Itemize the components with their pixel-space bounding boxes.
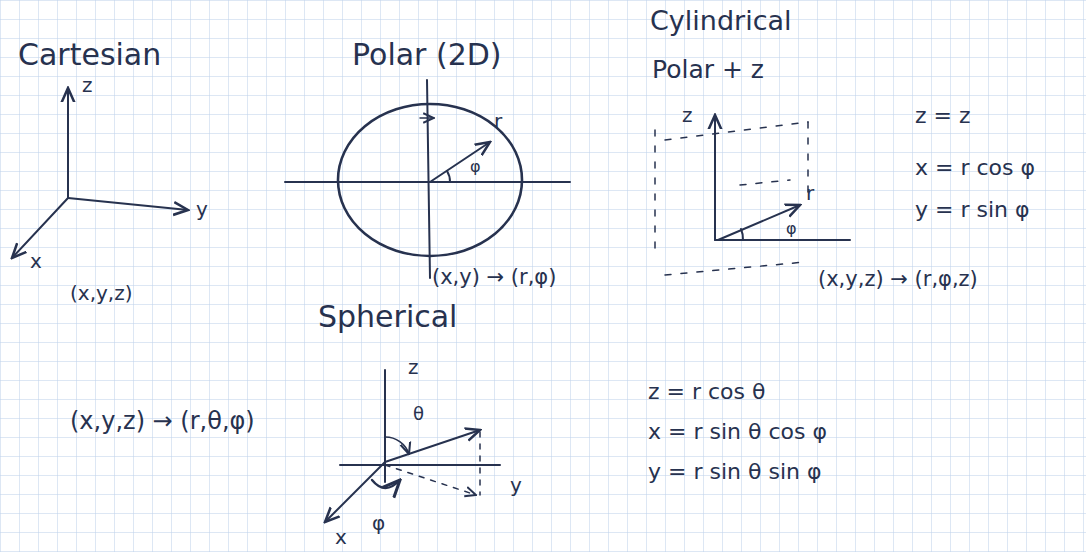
section-heading: Cartesian	[18, 38, 161, 71]
angle-label: θ	[413, 404, 424, 424]
formula: x = r cos φ	[915, 156, 1035, 180]
section-heading: Spherical	[318, 300, 457, 333]
cartesian-axes	[12, 88, 188, 258]
spherical-sketch	[325, 370, 500, 522]
coordinate-tuple: (x,y,z)	[70, 282, 133, 304]
axis-label: z	[682, 104, 693, 126]
axis-label: z	[82, 74, 93, 96]
coordinate-mapping: (x,y) → (r,φ)	[432, 266, 556, 289]
axis-label: x	[30, 250, 42, 272]
axis-label: y	[510, 474, 522, 496]
polar-sketch	[285, 80, 570, 278]
angle-label: φ	[470, 158, 481, 176]
angle-label: φ	[372, 512, 385, 534]
section-heading: Polar + z	[652, 56, 764, 84]
formula: y = r sin φ	[915, 198, 1030, 222]
angle-label: φ	[786, 220, 797, 238]
formula: x = r sin θ cos φ	[648, 420, 827, 444]
coordinate-mapping: (x,y,z) → (r,φ,z)	[818, 268, 978, 291]
axis-label: z	[408, 356, 419, 378]
axis-label: r	[494, 110, 502, 132]
section-heading: Cylindrical	[650, 6, 792, 36]
axis-label: y	[196, 198, 208, 220]
cylindrical-sketch	[655, 115, 850, 275]
coordinate-mapping: (x,y,z) → (r,θ,φ)	[70, 408, 255, 434]
formula: y = r sin θ sin φ	[648, 460, 821, 484]
formula: z = r cos θ	[648, 380, 765, 404]
axis-label: r	[806, 182, 814, 204]
formula: z = z	[915, 104, 971, 128]
axis-label: x	[335, 526, 347, 548]
section-heading: Polar (2D)	[352, 38, 502, 71]
